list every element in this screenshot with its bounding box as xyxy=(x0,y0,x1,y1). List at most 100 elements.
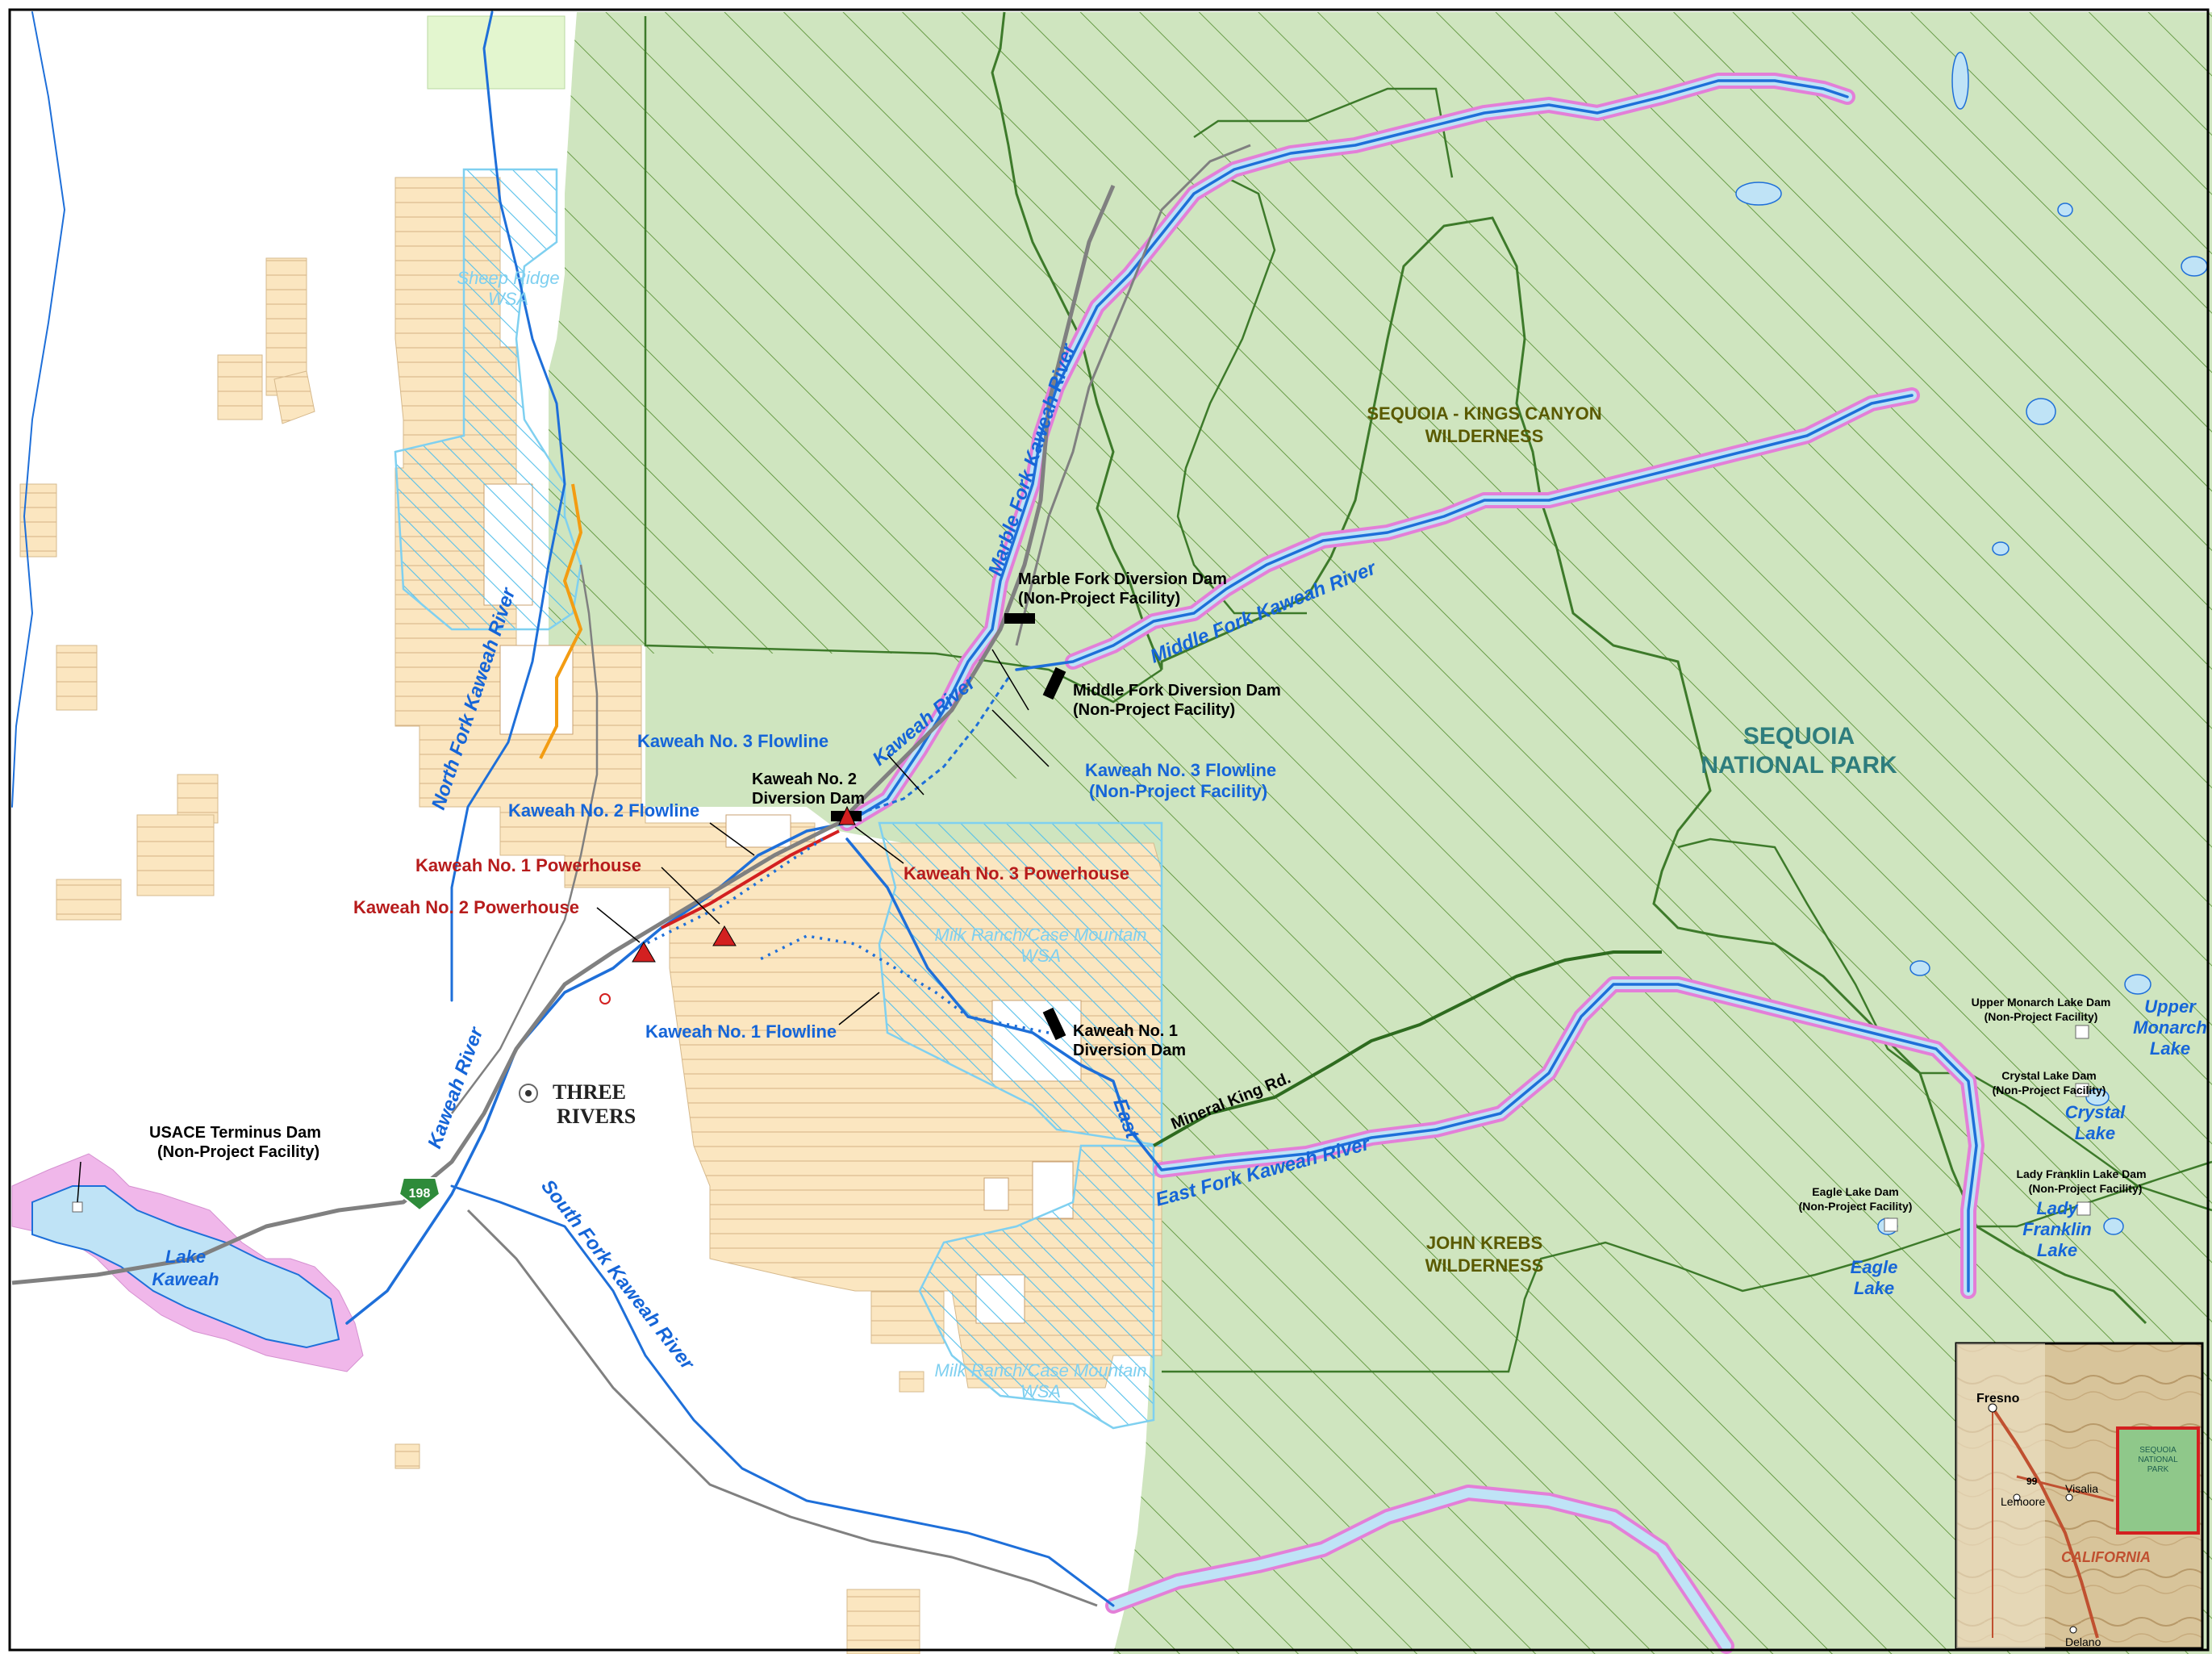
inset-route-99-label: 99 xyxy=(2026,1476,2038,1487)
lady-franklin-dam-label-1: Lady Franklin Lake Dam xyxy=(2016,1167,2146,1180)
wilderness-study-areas xyxy=(394,168,1163,1430)
lady-franklin-name-1: Lady xyxy=(2036,1198,2079,1218)
three-rivers-label-2: RIVERS xyxy=(557,1105,636,1128)
map-frame xyxy=(8,8,2210,1652)
sequoia-national-park-area xyxy=(549,12,2212,1654)
terminus-dam-label-1: USACE Terminus Dam xyxy=(149,1124,321,1142)
john-krebs-boundary xyxy=(1162,1160,2212,1373)
upper-monarch-dam-marker xyxy=(2075,1025,2089,1039)
milk-ranch-wsa-label-2: WSA xyxy=(1020,946,1061,966)
national-park-label-2: NATIONAL PARK xyxy=(1701,752,1897,779)
roads xyxy=(11,144,1662,1607)
middle-dam-label-1: Middle Fork Diversion Dam xyxy=(1073,682,1281,700)
highway-198 xyxy=(11,185,1116,1285)
west-creek-line xyxy=(11,11,65,808)
eagle-dam-marker xyxy=(1884,1218,1898,1232)
lady-franklin-name-3: Lake xyxy=(2037,1240,2077,1260)
south-fork-line xyxy=(450,1184,1115,1607)
milk-ranch-wsa-south-label-1: Milk Ranch/Case Mountain xyxy=(935,1360,1147,1380)
eagle-name-1: Eagle xyxy=(1851,1257,1898,1277)
rivers xyxy=(11,10,1985,1654)
inset-delano-label: Delano xyxy=(2065,1635,2101,1648)
north-fork-line xyxy=(450,10,566,1002)
k1-diversion-label-1: Kaweah No. 1 xyxy=(1073,1022,1178,1040)
generals-highway xyxy=(1015,144,1251,646)
lake-kaweah xyxy=(11,1153,364,1372)
inset-park-label-2: NATIONAL xyxy=(2138,1456,2178,1464)
k3-powerhouse-label: Kaweah No. 3 Powerhouse xyxy=(904,863,1129,883)
three-rivers-marker-dot xyxy=(525,1090,532,1096)
lake-kaweah-label-2: Kaweah xyxy=(152,1269,219,1289)
kaweah-3-powerhouse-marker xyxy=(838,805,856,825)
terminus-dam-marker xyxy=(72,1201,83,1213)
flowlines xyxy=(539,483,1050,1034)
upper-monarch-name-3: Lake xyxy=(2150,1038,2190,1059)
upper-monarch-name-2: Monarch xyxy=(2133,1017,2207,1038)
south-fork-road xyxy=(466,1209,1098,1607)
sheep-ridge-wsa xyxy=(394,168,582,631)
kaweah-3-flowline xyxy=(854,677,1010,817)
k3-flowline-label: Kaweah No. 3 Flowline xyxy=(637,731,828,751)
inset-park-label-3: PARK xyxy=(2147,1465,2169,1474)
upper-monarch-dam-label-1: Upper Monarch Lake Dam xyxy=(1972,996,2111,1009)
inset-park-highlight xyxy=(2116,1426,2200,1535)
k1-diversion-label-2: Diversion Dam xyxy=(1073,1042,1186,1059)
sheep-ridge-wsa-label-2: WSA xyxy=(488,289,528,309)
crystal-dam-marker xyxy=(2075,1083,2089,1097)
middle-dam-label-2: (Non-Project Facility) xyxy=(1073,701,1235,719)
facility-markers xyxy=(72,613,2091,1232)
east-fork-line xyxy=(845,837,1978,1293)
lady-franklin-name-2: Franklin xyxy=(2022,1219,2092,1239)
kaweah-1-flowline xyxy=(758,934,1050,1034)
lady-franklin-dam-label-2: (Non-Project Facility) xyxy=(2029,1182,2143,1195)
milk-ranch-wsa-south xyxy=(918,1144,1155,1430)
highway-198-shield: 198 xyxy=(398,1177,441,1212)
kaweah-river-line xyxy=(345,79,1849,1325)
lady-franklin-dam-marker xyxy=(2076,1201,2091,1216)
k3-flowline-nonproject-label-2: (Non-Project Facility) xyxy=(1089,781,1267,801)
wilderness-boundary xyxy=(644,16,2212,1212)
three-rivers-label-1: THREE xyxy=(553,1080,626,1104)
highway-198-number: 198 xyxy=(409,1187,431,1201)
crystal-dam-label-1: Crystal Lake Dam xyxy=(2001,1069,2097,1082)
inset-visalia-label: Visalia xyxy=(2065,1482,2098,1495)
terminus-dam-label-2: (Non-Project Facility) xyxy=(157,1143,319,1161)
john-krebs-wilderness-label-2: WILDERNESS xyxy=(1425,1255,1544,1276)
k3-flowline-nonproject-label-1: Kaweah No. 3 Flowline xyxy=(1085,760,1276,780)
inset-lemoore-label: Lemoore xyxy=(2001,1495,2045,1508)
national-park-label-1: SEQUOIA xyxy=(1743,723,1855,750)
inset-fresno-label: Fresno xyxy=(1976,1392,2020,1405)
crystal-name-1: Crystal xyxy=(2065,1102,2126,1122)
inset-park-label-1: SEQUOIA xyxy=(2139,1446,2177,1455)
lake-kaweah-label-1: Lake xyxy=(165,1247,206,1267)
sequoia-kings-wilderness-label-1: SEQUOIA - KINGS CANYON xyxy=(1367,403,1601,424)
kaweah-1-powerhouse-marker xyxy=(712,925,737,946)
upper-monarch-dam-label-2: (Non-Project Facility) xyxy=(1985,1010,2098,1023)
milk-ranch-wsa-north xyxy=(878,821,1163,1147)
marble-dam-label-2: (Non-Project Facility) xyxy=(1018,590,1180,608)
facility-small-marker xyxy=(599,993,611,1005)
kaweah-2-powerhouse-marker xyxy=(632,942,656,963)
middle-fork-dam-marker xyxy=(1042,666,1066,700)
mineral-king-road xyxy=(1153,950,1662,1147)
middle-fork-line xyxy=(1015,394,1914,671)
k1-powerhouse-label: Kaweah No. 1 Powerhouse xyxy=(415,855,641,875)
k1-flowline-label: Kaweah No. 1 Flowline xyxy=(645,1021,837,1042)
eagle-dam-label-2: (Non-Project Facility) xyxy=(1799,1200,1913,1213)
blm-lands xyxy=(19,15,1162,1654)
inset-california-label: CALIFORNIA xyxy=(2061,1549,2151,1565)
marble-fork-dam-marker xyxy=(1004,613,1035,624)
john-krebs-wilderness-label-1: JOHN KREBS xyxy=(1426,1233,1542,1253)
sequoia-kings-wilderness-label-2: WILDERNESS xyxy=(1425,426,1544,446)
crystal-name-2: Lake xyxy=(2075,1123,2115,1143)
milk-ranch-wsa-south-label-2: WSA xyxy=(1020,1381,1061,1401)
eagle-dam-label-1: Eagle Lake Dam xyxy=(1812,1185,1898,1198)
leader-lines xyxy=(77,649,1050,1203)
k2-diversion-label-1: Kaweah No. 2 xyxy=(752,771,857,788)
k2-diversion-label-2: Diversion Dam xyxy=(752,790,865,808)
sheep-ridge-wsa-label-1: Sheep Ridge xyxy=(457,268,559,288)
orange-creek xyxy=(539,483,583,759)
locator-inset: Fresno Lemoore Visalia Delano 99 CALIFOR… xyxy=(1955,1342,2204,1650)
kaweah-1-dam-marker xyxy=(1042,1007,1066,1041)
